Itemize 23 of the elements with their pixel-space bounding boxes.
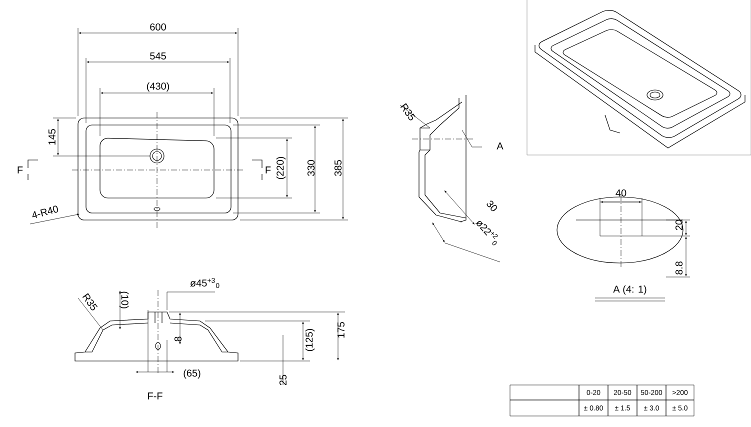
dimension-label: 20 [675, 220, 683, 230]
dimension-label: 8.8 [675, 261, 683, 274]
dimension-label: 330 [307, 160, 315, 176]
dimension-label: A [496, 142, 504, 150]
dimension-label: (65) [184, 369, 200, 379]
dimension-label: F [18, 166, 23, 174]
dimension-label: 4-R40 [32, 206, 58, 218]
dimension-label: 8 [174, 336, 182, 342]
dimension-label: F [266, 166, 271, 174]
dimension-label: (220) [276, 156, 286, 180]
dimension-label: 25 [279, 374, 287, 386]
dimension-label: A (4: 1) [613, 285, 646, 295]
dimension-label: 40 [616, 189, 626, 197]
dimension-label: 175 [338, 322, 344, 338]
dimension-label: 30 [486, 200, 498, 212]
dimension-label: 545 [150, 52, 166, 60]
dimension-label: F-F [148, 392, 162, 400]
dimension-label: (10) [119, 292, 129, 308]
dimension-label: (430) [146, 82, 170, 92]
dimension-label: 385 [334, 160, 342, 176]
dimension-label: 600 [150, 23, 166, 31]
dimension-label: 145 [48, 129, 56, 145]
dimension-label: (125) [305, 328, 315, 352]
